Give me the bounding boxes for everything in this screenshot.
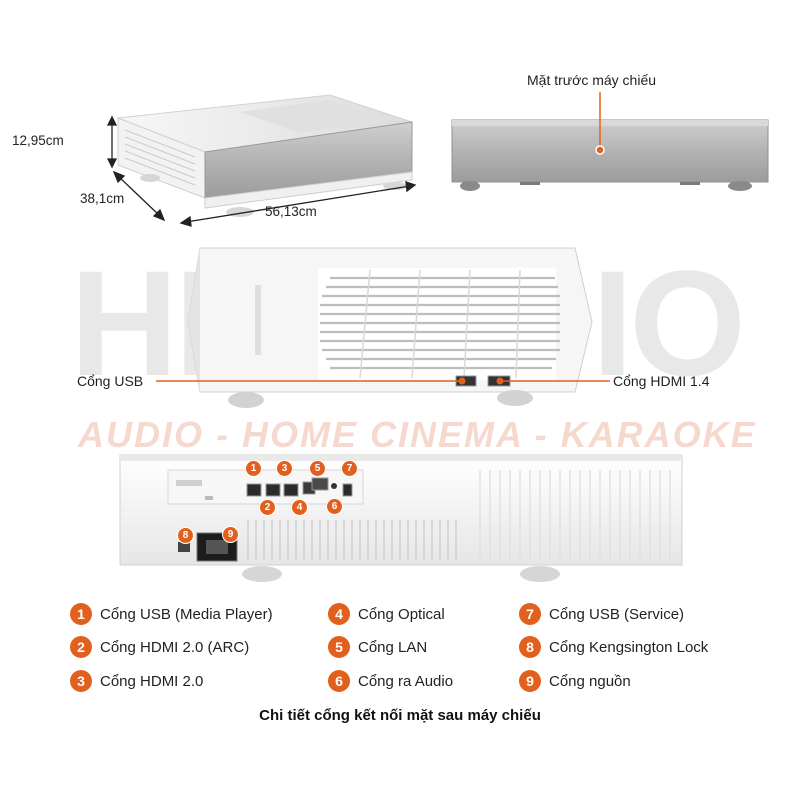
port-badge-8: 8	[177, 527, 194, 544]
legend-item: 1 Cổng USB (Media Player)	[70, 601, 273, 627]
legend-item: 6 Cổng ra Audio	[328, 668, 453, 694]
legend-label: Cổng USB (Service)	[549, 605, 685, 623]
dimension-height-label: 12,95cm	[12, 133, 64, 148]
caption: Chi tiết cổng kết nối mặt sau máy chiếu	[259, 707, 541, 724]
legend-item: 9 Cổng nguồn	[519, 668, 631, 694]
legend-number-badge: 1	[70, 603, 92, 625]
legend-number-badge: 6	[328, 670, 350, 692]
legend-item: 7 Cổng USB (Service)	[519, 601, 684, 627]
legend-label: Cổng Kengsington Lock	[549, 638, 709, 656]
front-callout-label: Mặt trước máy chiếu	[527, 72, 657, 88]
legend-number-badge: 4	[328, 603, 350, 625]
legend-number-badge: 8	[519, 636, 541, 658]
legend-number-badge: 5	[328, 636, 350, 658]
legend-label: Cổng nguồn	[549, 672, 631, 690]
legend-item: 5 Cổng LAN	[328, 634, 427, 660]
port-badge-4: 4	[291, 499, 308, 516]
legend-item: 4 Cổng Optical	[328, 601, 445, 627]
legend-number-badge: 3	[70, 670, 92, 692]
usb-callout-label: Cổng USB	[77, 373, 144, 389]
legend-label: Cổng HDMI 2.0 (ARC)	[100, 638, 250, 656]
legend-label: Cổng HDMI 2.0	[100, 672, 204, 690]
legend-item: 8 Cổng Kengsington Lock	[519, 634, 708, 660]
dimension-depth-label: 38,1cm	[80, 191, 125, 206]
projector-front-view	[451, 92, 769, 191]
legend-number-badge: 7	[519, 603, 541, 625]
legend-label: Cổng USB (Media Player)	[100, 605, 273, 623]
legend-item: 3 Cổng HDMI 2.0	[70, 668, 203, 694]
watermark-subtitle: AUDIO - HOME CINEMA - KARAOKE	[78, 414, 757, 455]
legend-number-badge: 9	[519, 670, 541, 692]
legend-label: Cổng ra Audio	[358, 672, 454, 690]
projector-rear-view	[119, 454, 683, 582]
port-badge-6: 6	[326, 498, 343, 515]
port-badge-1: 1	[245, 460, 262, 477]
port-badge-5: 5	[309, 460, 326, 477]
legend-number-badge: 2	[70, 636, 92, 658]
port-badge-3: 3	[276, 460, 293, 477]
port-badge-9: 9	[222, 526, 239, 543]
port-badge-7: 7	[341, 460, 358, 477]
legend-item: 2 Cổng HDMI 2.0 (ARC)	[70, 634, 249, 660]
projector-perspective-view	[106, 94, 417, 227]
legend-label: Cổng Optical	[358, 605, 445, 623]
dimension-width-label: 56,13cm	[265, 204, 317, 219]
legend-label: Cổng LAN	[358, 638, 428, 656]
projector-side-view	[156, 247, 610, 408]
hdmi-callout-label: Cổng HDMI 1.4	[613, 373, 710, 389]
port-badge-2: 2	[259, 499, 276, 516]
